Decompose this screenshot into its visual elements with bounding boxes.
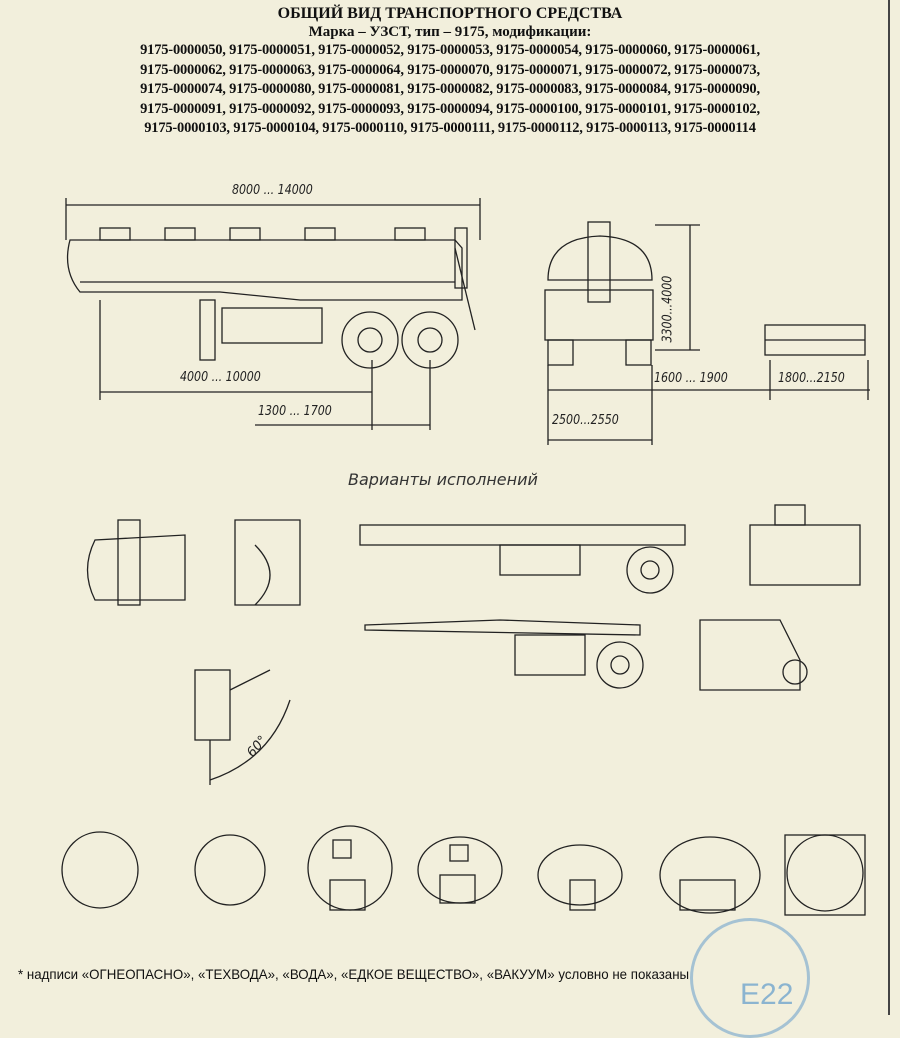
rear-view-drawing [544,221,770,445]
modifications-line: 9175-0000062, 9175-0000063, 9175-0000064… [140,61,760,78]
page-edge-line [888,0,890,1015]
dimension-rear-frame-width: 1800...2150 [778,371,845,386]
footnote: * надписи «ОГНЕОПАСНО», «ТЕХВОДА», «ВОДА… [18,966,690,982]
side-view-drawing [65,198,481,430]
technical-drawings [61,198,870,916]
variant-drawings [86,504,861,785]
modifications-list: 9175-0000050, 9175-0000051, 9175-0000052… [0,41,900,139]
variants-heading: Варианты исполнений [348,470,538,489]
dimension-overall-length: 8000 ... 14000 [232,183,313,198]
modifications-line: 9175-0000074, 9175-0000080, 9175-0000081… [140,81,760,97]
dimension-axle-spread: 1300 ... 1700 [258,404,332,419]
rear-frame-drawing [764,324,870,400]
dimension-kingpin-to-axle: 4000 ... 10000 [180,370,261,385]
cross-section-drawings [61,825,866,916]
modifications-line: 9175-0000050, 9175-0000051, 9175-0000052… [140,42,760,58]
document-subtitle: Марка – УЗСТ, тип – 9175, модификации: [308,24,592,40]
document-header: ОБЩИЙ ВИД ТРАНСПОРТНОГО СРЕДСТВА Марка –… [0,4,900,139]
stamp-code: E22 [740,978,794,1011]
dimension-overall-width: 2500...2550 [552,413,619,428]
modifications-line: 9175-0000091, 9175-0000092, 9175-0000093… [140,100,760,117]
modifications-line: 9175-0000103, 9175-0000104, 9175-0000110… [144,120,756,136]
dimension-track: 1600 ... 1900 [654,371,728,386]
document-title: ОБЩИЙ ВИД ТРАНСПОРТНОГО СРЕДСТВА [277,5,623,22]
dimension-height: 3300...4000 [660,275,676,343]
